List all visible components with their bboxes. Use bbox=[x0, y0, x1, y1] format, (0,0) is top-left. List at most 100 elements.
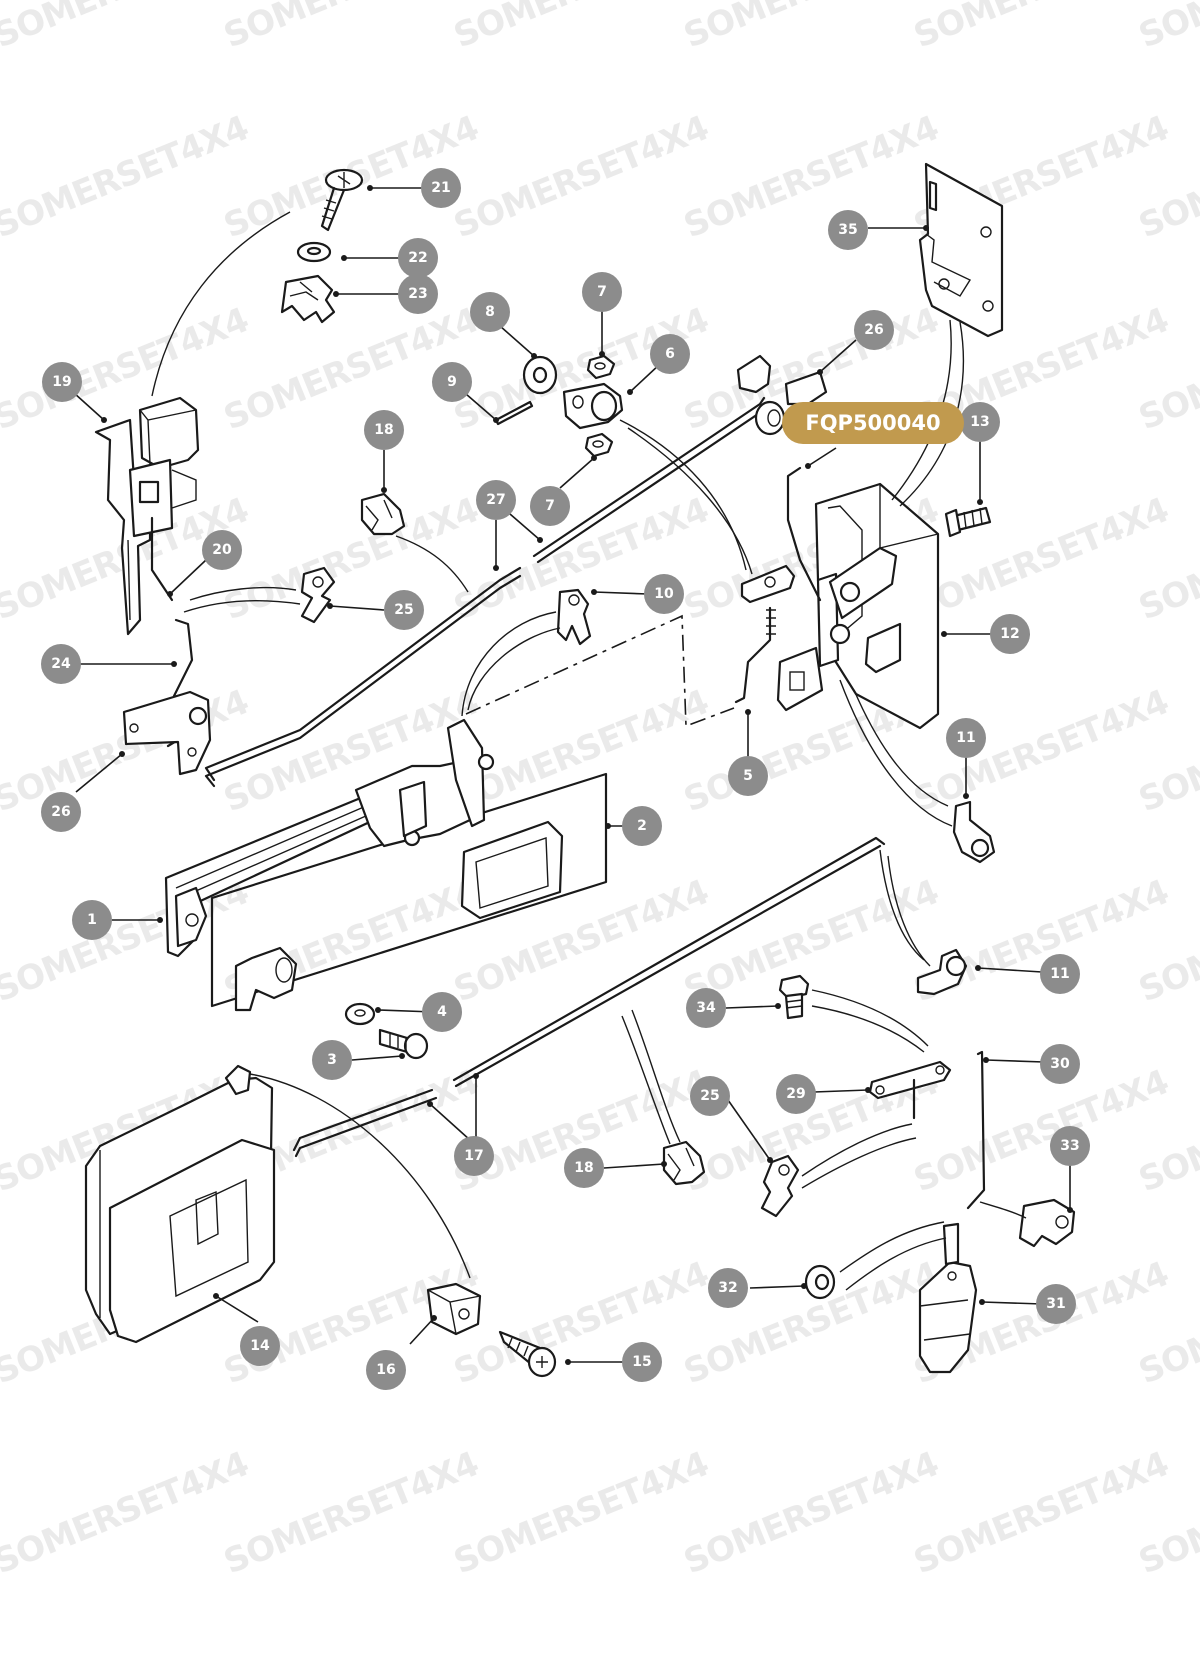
callout-32[interactable]: 32 bbox=[708, 1268, 748, 1308]
callout-25[interactable]: 25 bbox=[384, 590, 424, 630]
part-clip-18a bbox=[360, 492, 406, 536]
callout-7[interactable]: 7 bbox=[582, 272, 622, 312]
callout-5[interactable]: 5 bbox=[728, 756, 768, 796]
watermark: SOMERSET4X4 bbox=[0, 108, 254, 246]
callout-26[interactable]: 26 bbox=[41, 792, 81, 832]
svg-text:7: 7 bbox=[597, 284, 607, 300]
watermark-layer: SOMERSET4X4 SOMERSET4X4 SOMERSET4X4 SOME… bbox=[0, 0, 1200, 1582]
part-clip-11a bbox=[952, 800, 996, 864]
part-screw-15 bbox=[498, 1330, 557, 1378]
svg-text:31: 31 bbox=[1046, 1296, 1065, 1312]
watermark: SOMERSET4X4 bbox=[908, 0, 1174, 56]
svg-text:29: 29 bbox=[786, 1086, 805, 1102]
watermark: SOMERSET4X4 bbox=[908, 682, 1174, 820]
assembly-arc bbox=[811, 989, 929, 1047]
callout-27[interactable]: 27 bbox=[476, 480, 516, 520]
callout-14[interactable]: 14 bbox=[240, 1326, 280, 1366]
callout-34[interactable]: 34 bbox=[686, 988, 726, 1028]
part-plate-35 bbox=[918, 162, 1004, 338]
callout-2[interactable]: 2 bbox=[622, 806, 662, 846]
svg-text:8: 8 bbox=[485, 304, 495, 320]
callout-18[interactable]: 18 bbox=[364, 410, 404, 450]
assembly-arc bbox=[845, 1237, 947, 1291]
part-rod-17-left bbox=[292, 1088, 438, 1158]
svg-text:20: 20 bbox=[212, 542, 232, 558]
callout-6[interactable]: 6 bbox=[650, 334, 690, 374]
svg-text:14: 14 bbox=[250, 1338, 270, 1354]
callout-3[interactable]: 3 bbox=[312, 1040, 352, 1080]
svg-text:22: 22 bbox=[408, 250, 427, 266]
svg-text:25: 25 bbox=[394, 602, 413, 618]
svg-text:27: 27 bbox=[486, 492, 505, 508]
callout-30[interactable]: 30 bbox=[1040, 1044, 1080, 1084]
assembly-arc bbox=[183, 600, 301, 613]
callout-11[interactable]: 11 bbox=[946, 718, 986, 758]
svg-text:33: 33 bbox=[1060, 1138, 1079, 1154]
leader-lines bbox=[63, 185, 1073, 1365]
callout-29[interactable]: 29 bbox=[776, 1074, 816, 1114]
svg-text:17: 17 bbox=[464, 1148, 483, 1164]
part-rod-17 bbox=[452, 836, 886, 1082]
part-rod-27-lower bbox=[204, 566, 522, 782]
callout-7[interactable]: 7 bbox=[530, 486, 570, 526]
svg-text:19: 19 bbox=[52, 374, 71, 390]
svg-text:30: 30 bbox=[1050, 1056, 1070, 1072]
callout-18[interactable]: 18 bbox=[564, 1148, 604, 1188]
svg-text:11: 11 bbox=[956, 730, 975, 746]
callout-19[interactable]: 19 bbox=[42, 362, 82, 402]
callout-17[interactable]: 17 bbox=[454, 1136, 494, 1176]
watermark: SOMERSET4X4 bbox=[908, 872, 1174, 1010]
callout-8[interactable]: 8 bbox=[470, 292, 510, 332]
callout-13[interactable]: 13 bbox=[960, 402, 1000, 442]
part-clip-25a bbox=[300, 566, 336, 624]
svg-text:15: 15 bbox=[632, 1354, 651, 1370]
watermark: SOMERSET4X4 bbox=[0, 1444, 254, 1582]
callout-25[interactable]: 25 bbox=[690, 1076, 730, 1116]
callout-12[interactable]: 12 bbox=[990, 614, 1030, 654]
part-washer-4 bbox=[344, 1002, 376, 1026]
svg-text:23: 23 bbox=[408, 286, 427, 302]
callout-4[interactable]: 4 bbox=[422, 992, 462, 1032]
dash-chain-line bbox=[465, 614, 735, 728]
callout-31[interactable]: 31 bbox=[1036, 1284, 1076, 1324]
assembly-arc bbox=[879, 849, 925, 961]
callout-22[interactable]: 22 bbox=[398, 238, 438, 278]
assembly-arc bbox=[461, 611, 557, 717]
part-bolt-34 bbox=[778, 974, 810, 1020]
part-lock-12 bbox=[776, 482, 940, 730]
part-clip-23 bbox=[280, 274, 336, 324]
watermark: SOMERSET4X4 bbox=[1133, 0, 1200, 56]
part-drawings bbox=[84, 162, 1076, 1378]
callout-15[interactable]: 15 bbox=[622, 1342, 662, 1382]
callout-26[interactable]: 26 bbox=[854, 310, 894, 350]
part-clip-25b bbox=[760, 1154, 800, 1218]
watermark: SOMERSET4X4 bbox=[218, 0, 484, 56]
callout-20[interactable]: 20 bbox=[202, 530, 242, 570]
callout-35[interactable]: 35 bbox=[828, 210, 868, 250]
callout-11[interactable]: 11 bbox=[1040, 954, 1080, 994]
watermark: SOMERSET4X4 bbox=[448, 0, 714, 56]
part-trunnion-6 bbox=[562, 382, 624, 430]
callout-21[interactable]: 21 bbox=[421, 168, 461, 208]
callout-23[interactable]: 23 bbox=[398, 274, 438, 314]
assembly-arc bbox=[249, 1073, 471, 1279]
assembly-arc bbox=[887, 855, 931, 967]
part-lever-arm bbox=[740, 564, 796, 604]
callout-16[interactable]: 16 bbox=[366, 1350, 406, 1390]
callout-1[interactable]: 1 bbox=[72, 900, 112, 940]
svg-text:26: 26 bbox=[864, 322, 883, 338]
part-grommet-32 bbox=[804, 1264, 836, 1300]
highlight-part-badge[interactable]: FQP500040 bbox=[782, 402, 964, 444]
callout-10[interactable]: 10 bbox=[644, 574, 684, 614]
part-screw-21 bbox=[320, 168, 364, 232]
svg-text:1: 1 bbox=[87, 912, 97, 928]
part-rod-26-upper-b bbox=[536, 408, 766, 564]
callout-24[interactable]: 24 bbox=[41, 644, 81, 684]
svg-text:32: 32 bbox=[718, 1280, 737, 1296]
assembly-arc bbox=[979, 1201, 1027, 1219]
svg-text:10: 10 bbox=[654, 586, 674, 602]
callout-33[interactable]: 33 bbox=[1050, 1126, 1090, 1166]
callout-9[interactable]: 9 bbox=[432, 362, 472, 402]
assembly-arc bbox=[619, 419, 747, 571]
svg-text:34: 34 bbox=[696, 1000, 716, 1016]
